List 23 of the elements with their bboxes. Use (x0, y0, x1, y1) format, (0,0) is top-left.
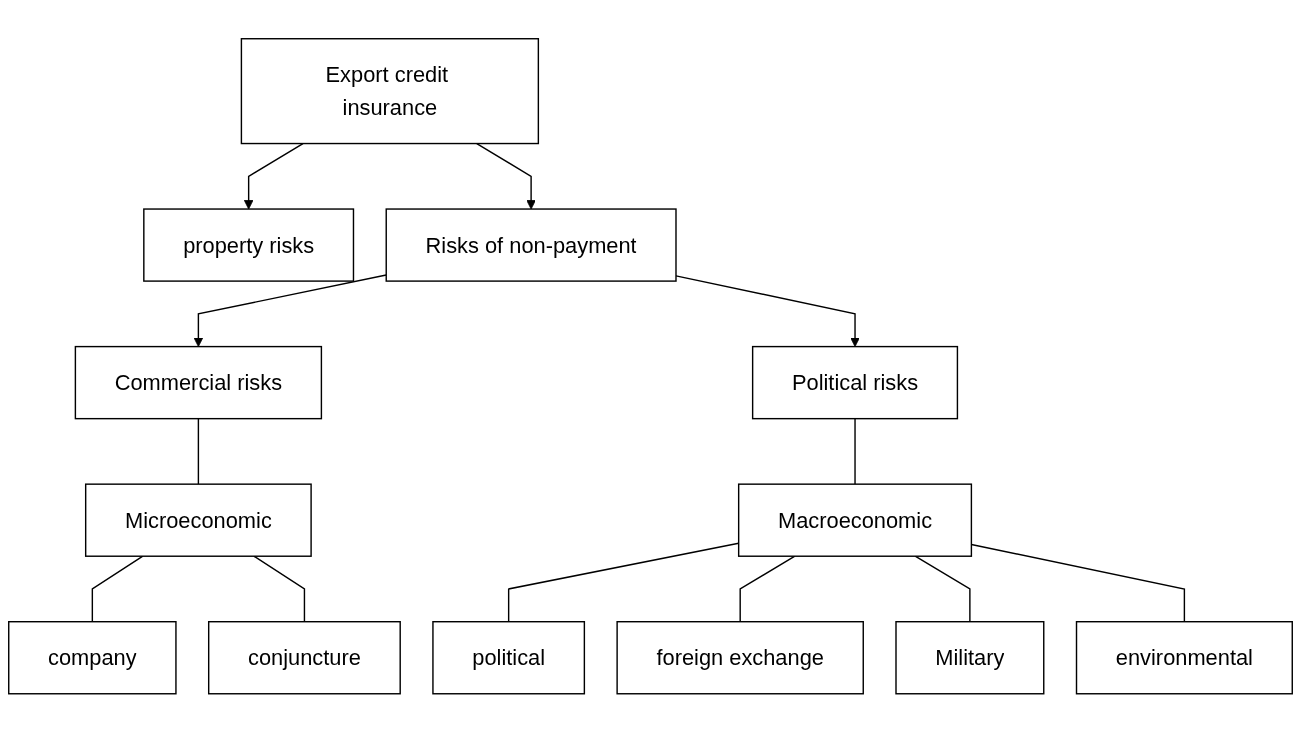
node-box: Export credit insurance (240, 38, 540, 145)
connector (739, 555, 796, 623)
node-box: Political risks (751, 346, 959, 420)
connector (914, 555, 971, 623)
node-box: Microeconomic (84, 483, 312, 558)
node-box: Commercial risks (74, 346, 323, 420)
arrow (476, 143, 536, 210)
connector (253, 555, 306, 623)
connector (854, 418, 856, 486)
node-box: political (432, 621, 586, 695)
arrow (193, 274, 387, 348)
connector (197, 418, 200, 486)
node-box: conjuncture (208, 621, 401, 695)
connector (91, 555, 144, 623)
node-box: Risks of non-payment (385, 208, 677, 283)
node-box: Macroeconomic (737, 483, 973, 558)
node-box: property risks (143, 208, 355, 283)
arrow (243, 143, 304, 210)
node-box: environmental (1075, 621, 1293, 695)
node-box: foreign exchange (616, 621, 864, 695)
node-box: Military (895, 621, 1045, 695)
node-box: company (8, 621, 177, 695)
arrow (675, 275, 860, 348)
